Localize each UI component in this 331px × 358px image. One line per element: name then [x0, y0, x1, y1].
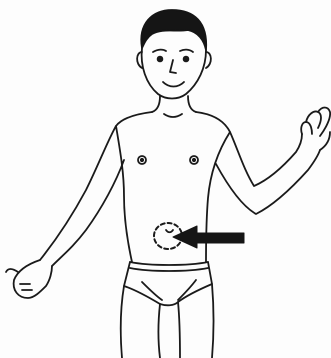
head [137, 10, 211, 99]
left-leg-inner [159, 304, 161, 358]
collarbone [164, 114, 182, 117]
torso-left [116, 126, 132, 262]
neck-right [188, 96, 196, 112]
neck-left [152, 96, 160, 112]
right-leg-inner [178, 302, 180, 358]
mouth [163, 82, 184, 87]
pointer-arrow [173, 226, 244, 248]
right-eye [184, 57, 189, 62]
right-nipple [190, 156, 198, 164]
left-hand [6, 260, 52, 298]
left-arm [40, 112, 152, 266]
left-eye [158, 57, 163, 62]
left-eyebrow [153, 50, 166, 52]
left-nipple [138, 156, 146, 164]
navel [166, 230, 173, 232]
hair [141, 10, 206, 50]
right-eyebrow [180, 50, 193, 52]
left-leg-outer [121, 286, 124, 358]
right-leg-outer [212, 284, 214, 358]
underwear [124, 262, 212, 305]
nose [170, 60, 176, 73]
right-hand [301, 108, 330, 151]
